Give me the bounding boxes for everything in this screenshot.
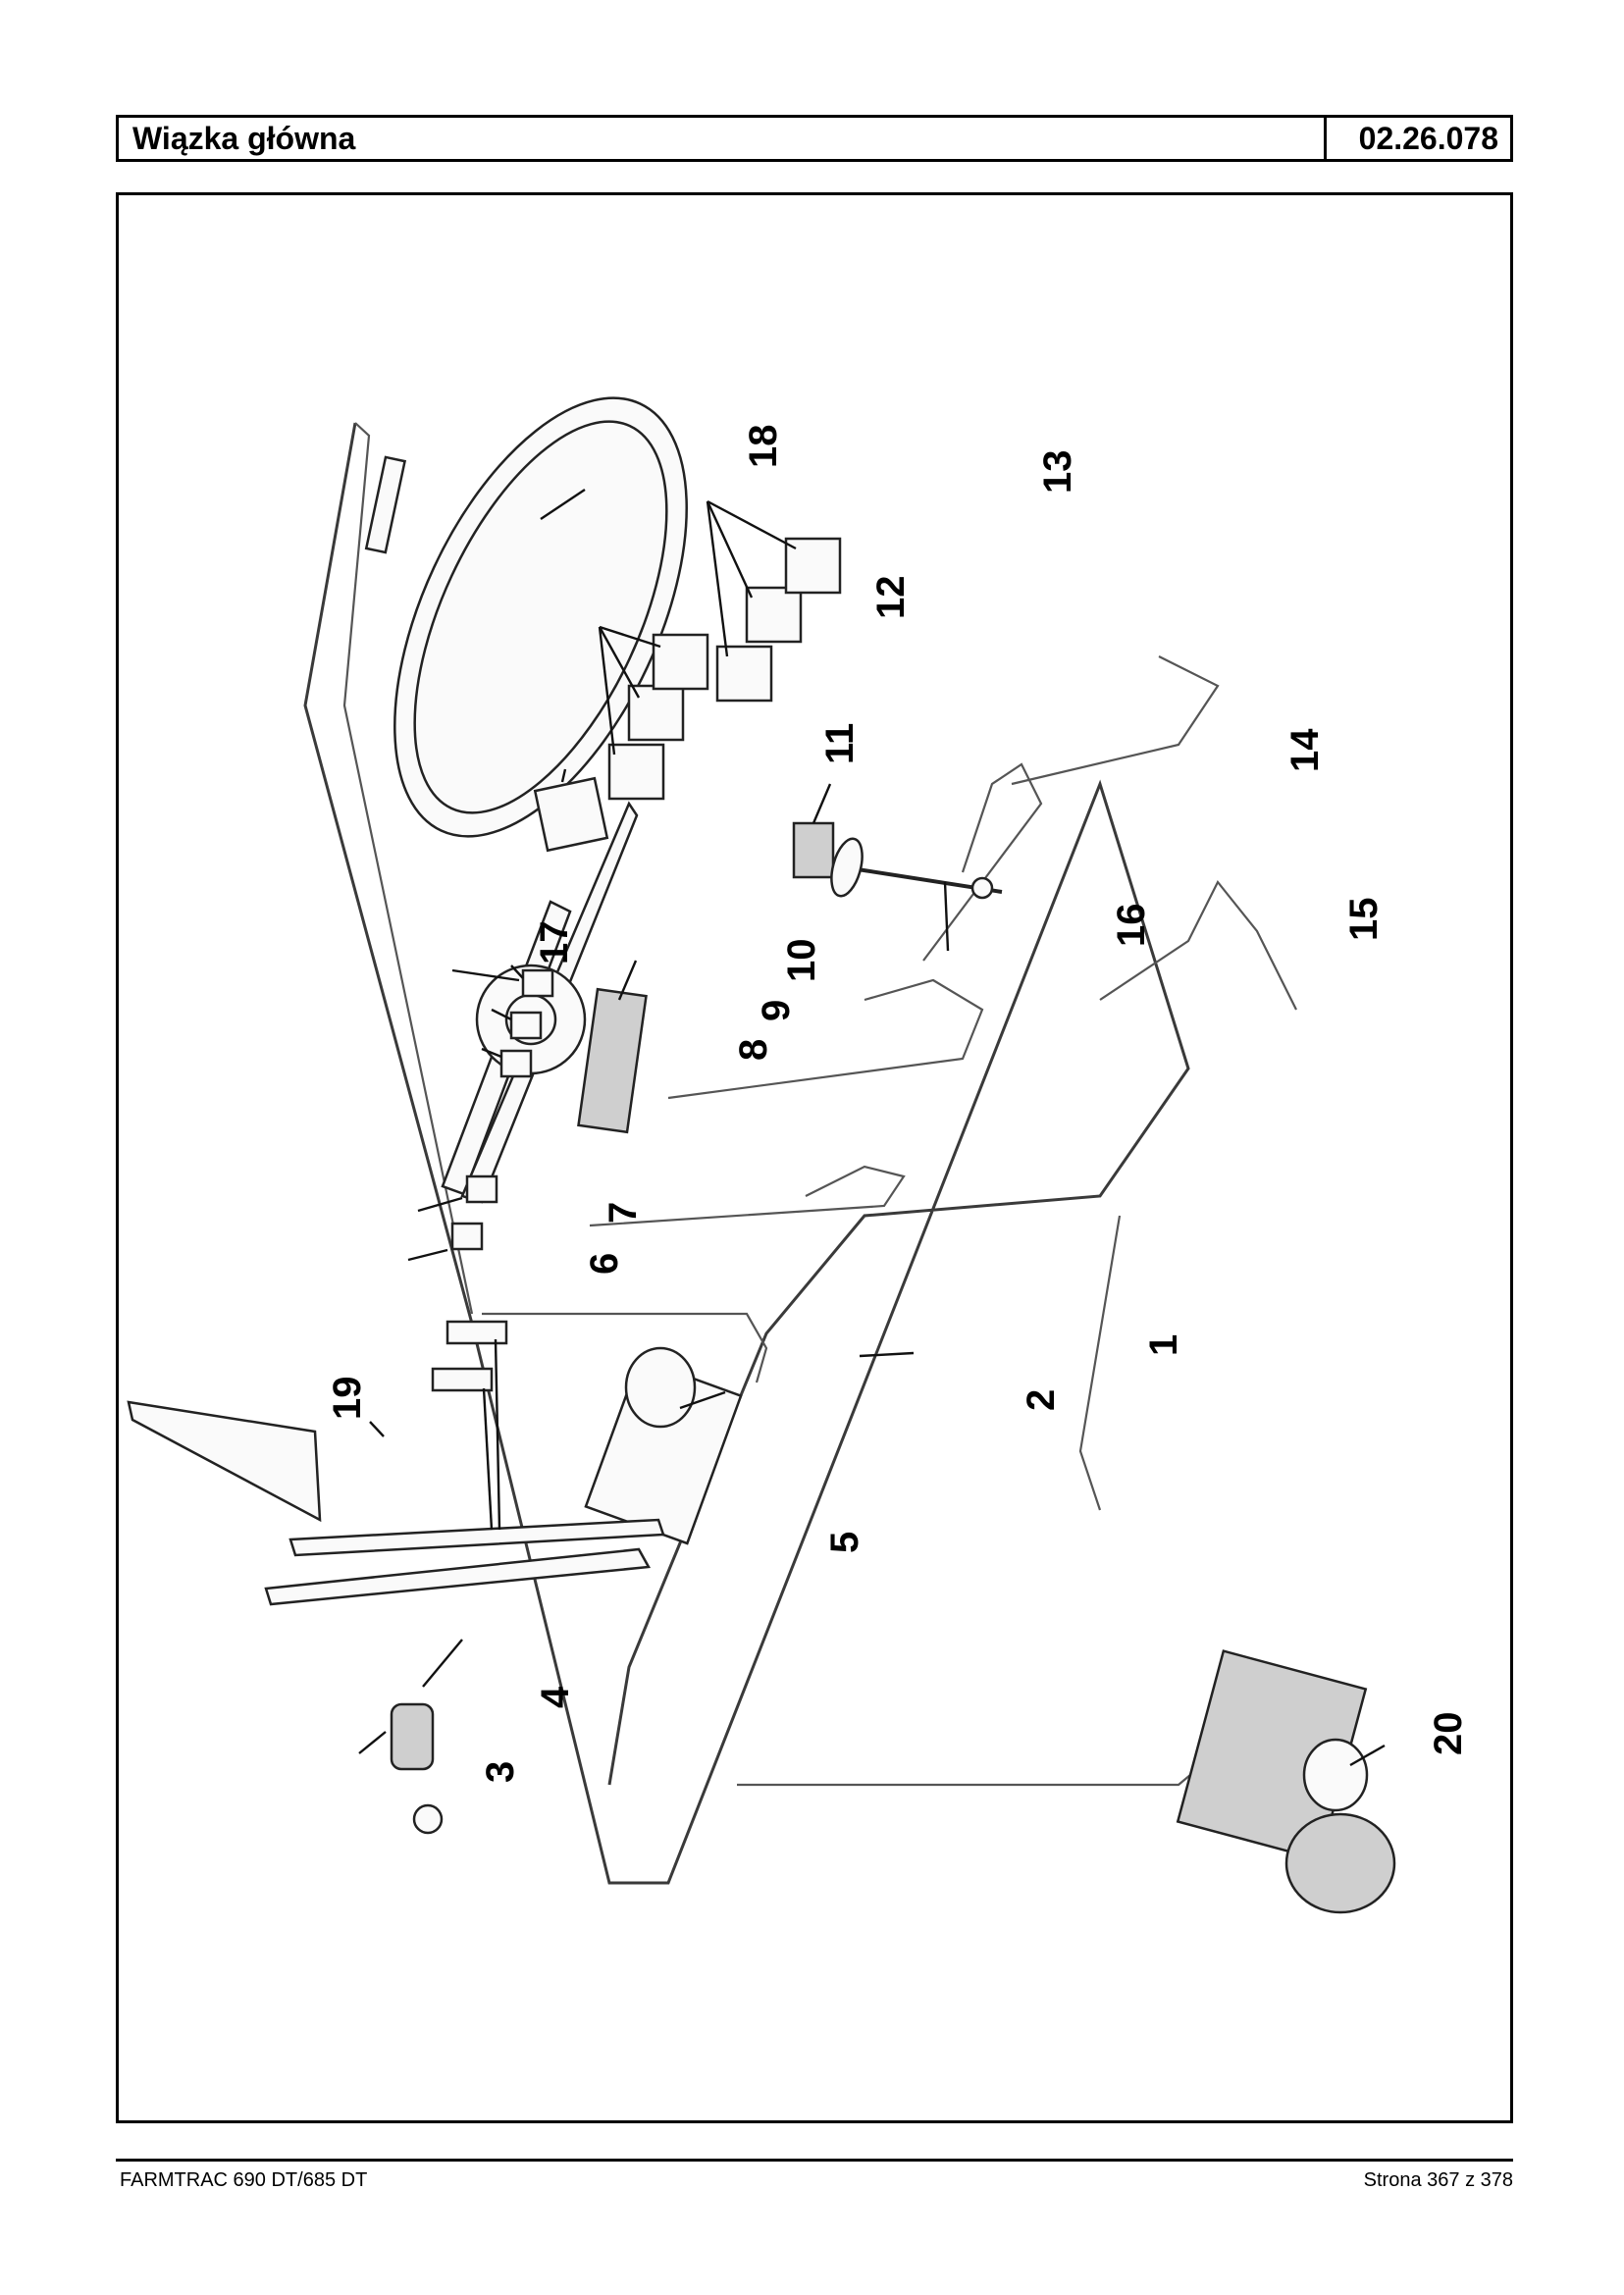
switch-9 [509, 1011, 543, 1040]
wiper-blade-19 [127, 1400, 322, 1523]
leader-14 [812, 783, 832, 824]
cluster-connector [364, 455, 407, 554]
leader-1 [859, 1351, 915, 1358]
callout-16: 16 [1110, 904, 1153, 948]
harness-branch-mid [482, 1312, 768, 1383]
leader-12b [598, 626, 641, 699]
leader-4 [422, 1639, 463, 1688]
leader-12a [598, 626, 616, 756]
callout-13: 13 [1036, 450, 1079, 495]
harness-branch-right [922, 762, 1043, 962]
leader-9 [491, 1008, 512, 1021]
leader-17 [451, 968, 520, 982]
harness-branch-sensor [1099, 879, 1297, 1011]
harness-branch-switches [589, 1165, 906, 1227]
main-harness-wire [303, 422, 1190, 1885]
leader-12c [599, 625, 661, 649]
harness-branch-bottom [1078, 1215, 1122, 1511]
leader-2 [679, 1390, 726, 1410]
leader-5a [482, 1387, 494, 1531]
harness-branch-center [667, 978, 984, 1100]
callout-17: 17 [533, 921, 576, 965]
wiring-harness-diagram: 1 2 3 4 5 6 7 8 9 10 11 12 13 14 15 16 1… [127, 396, 1470, 1914]
rotating-beacon-20 [1176, 1649, 1396, 1914]
header-divider [1324, 118, 1327, 159]
page-title: Wiązka główna [132, 121, 356, 156]
switch-8 [499, 1049, 533, 1078]
harness-branch-lamp [737, 1735, 1238, 1787]
callout-12: 12 [869, 576, 913, 620]
leader-18 [540, 489, 586, 520]
callout-4: 4 [534, 1686, 577, 1708]
callout-8: 8 [732, 1039, 775, 1061]
page-header: Wiązka główna 02.26.078 [116, 115, 1513, 162]
footer-rule [116, 2159, 1513, 2162]
leader-19 [369, 1421, 385, 1437]
relay-group-12 [607, 633, 709, 801]
callout-11: 11 [818, 723, 862, 764]
harness-branch-left [342, 422, 474, 1315]
leader-13b [706, 500, 754, 599]
harness-branch-relays [1011, 655, 1220, 786]
callout-5: 5 [823, 1532, 866, 1553]
relay-11 [533, 776, 609, 853]
leader-13a [706, 500, 729, 657]
leader-10 [510, 965, 524, 979]
fuel-sensor-15 [830, 837, 1003, 900]
buzzer-3 [390, 1702, 444, 1835]
leader-6 [407, 1248, 448, 1262]
callout-20: 20 [1427, 1712, 1470, 1756]
connector-14 [792, 821, 835, 879]
leader-5b [494, 1338, 501, 1531]
switch-6 [450, 1222, 484, 1251]
leader-8 [481, 1047, 502, 1059]
leader-7 [417, 1196, 463, 1213]
callout-7: 7 [602, 1202, 645, 1224]
callout-2: 2 [1020, 1389, 1063, 1411]
instrument-cluster-inner [413, 420, 668, 814]
wiper-arm-4 [264, 1518, 665, 1606]
leader-16 [617, 960, 638, 1001]
diagram-frame: 1 2 3 4 5 6 7 8 9 10 11 12 13 14 15 16 1… [116, 192, 1513, 2123]
callout-19: 19 [326, 1377, 369, 1421]
switch-7 [465, 1174, 498, 1204]
leader-11 [560, 768, 567, 783]
leader-15 [943, 881, 950, 952]
callout-9: 9 [755, 1000, 798, 1021]
diagram-code: 02.26.078 [1358, 121, 1498, 156]
callout-15: 15 [1342, 898, 1386, 942]
fuse-box-16 [577, 987, 648, 1134]
leader-20 [1349, 1744, 1386, 1767]
callout-18: 18 [742, 425, 785, 469]
leader-13c [707, 499, 797, 550]
callout-10: 10 [780, 939, 823, 983]
footer-model: FARMTRAC 690 DT/685 DT [120, 2169, 368, 2191]
callout-6: 6 [583, 1253, 626, 1275]
footer-page-number: Strona 367 z 378 [1363, 2169, 1513, 2191]
switch-10 [521, 968, 554, 998]
callout-3: 3 [479, 1761, 522, 1783]
sensors-5 [431, 1320, 508, 1392]
wiper-motor-2 [584, 1346, 743, 1545]
callout-1: 1 [1142, 1334, 1185, 1356]
leader-3 [358, 1731, 387, 1754]
callout-14: 14 [1283, 728, 1327, 772]
